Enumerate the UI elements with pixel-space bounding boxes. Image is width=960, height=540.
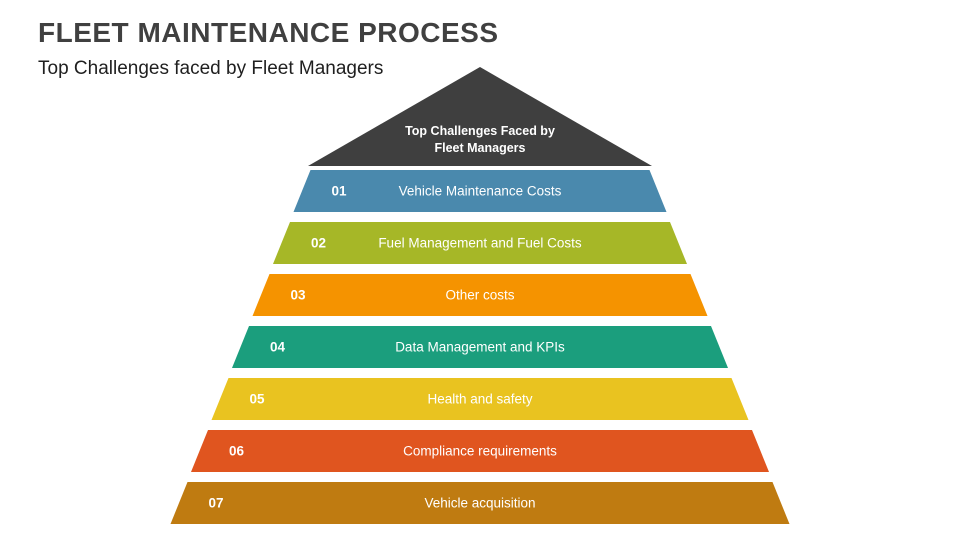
pyramid-apex: Top Challenges Faced by Fleet Managers <box>308 67 652 166</box>
level-label: Data Management and KPIs <box>395 339 565 355</box>
level-number: 01 <box>331 183 347 199</box>
pyramid-level: 05 Health and safety <box>212 378 749 420</box>
level-label: Health and safety <box>427 391 533 407</box>
level-number: 05 <box>249 391 265 407</box>
pyramid-level: 07 Vehicle acquisition <box>171 482 790 524</box>
level-number: 03 <box>290 287 306 303</box>
level-number: 06 <box>229 443 245 459</box>
pyramid-level: 03 Other costs <box>253 274 708 316</box>
pyramid-apex-label: Top Challenges Faced by Fleet Managers <box>405 124 555 156</box>
pyramid-level: 06 Compliance requirements <box>191 430 769 472</box>
pyramid-level: 02 Fuel Management and Fuel Costs <box>273 222 687 264</box>
level-label: Vehicle Maintenance Costs <box>398 183 562 199</box>
level-number: 04 <box>270 339 286 355</box>
pyramid-level: 04 Data Management and KPIs <box>232 326 728 368</box>
slide-title: FLEET MAINTENANCE PROCESS <box>38 17 499 48</box>
slide-subtitle: Top Challenges faced by Fleet Managers <box>38 58 384 79</box>
level-number: 02 <box>311 235 327 251</box>
level-label: Other costs <box>445 287 515 303</box>
level-label: Vehicle acquisition <box>424 495 536 511</box>
level-number: 07 <box>208 495 224 511</box>
pyramid-level: 01 Vehicle Maintenance Costs <box>294 170 667 212</box>
level-label: Fuel Management and Fuel Costs <box>378 235 582 251</box>
level-label: Compliance requirements <box>403 443 557 459</box>
